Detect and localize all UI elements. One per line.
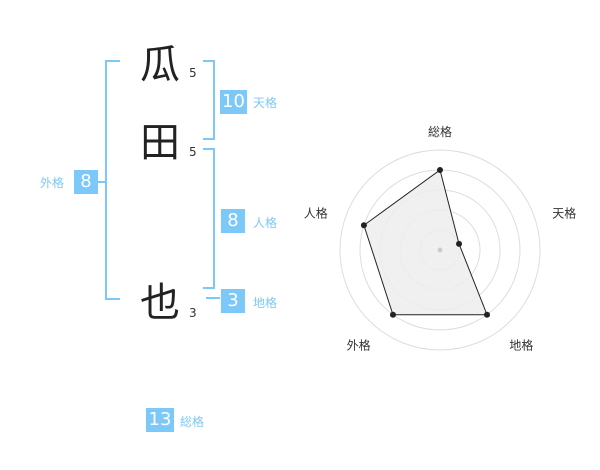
jinkaku-label: 人格: [253, 216, 278, 230]
jinkaku-value: 8: [221, 209, 245, 233]
gaikaku-bracket-top: [105, 60, 120, 62]
chikaku-label: 地格: [253, 296, 278, 310]
stroke-count-3: 3: [189, 306, 197, 320]
tenkaku-bracket-bottom: [203, 138, 215, 140]
jinkaku-bracket-vertical: [213, 148, 215, 289]
tenkaku-bracket-vertical: [213, 60, 215, 140]
gaikaku-bracket-vertical: [105, 60, 107, 300]
stroke-count-1: 5: [189, 66, 197, 80]
soukaku-label: 総格: [180, 415, 205, 429]
radar-point-1: [437, 167, 443, 173]
gaikaku-bracket-bottom: [105, 298, 120, 300]
radar-point-5: [360, 222, 367, 229]
radar-data-polygon: [363, 169, 488, 316]
name-char-1: 瓜: [140, 42, 180, 88]
stroke-count-2: 5: [189, 145, 197, 159]
jinkaku-bracket-bottom: [203, 287, 215, 289]
chikaku-value: 3: [221, 289, 245, 313]
gaikaku-value: 8: [74, 170, 98, 194]
name-char-3: 也: [140, 280, 180, 326]
radar-axis-label-3: 地格: [509, 337, 533, 352]
soukaku-value: 13: [146, 408, 174, 432]
radar-point-3: [484, 311, 491, 318]
radar-axis-label-5: 人格: [304, 206, 328, 221]
radar-point-4: [389, 311, 396, 318]
tenkaku-label: 天格: [253, 96, 278, 110]
name-char-2: 田: [140, 120, 180, 166]
radar-axis-label-4: 外格: [347, 337, 371, 352]
gaikaku-bracket-stub: [98, 181, 106, 183]
radar-point-2: [456, 240, 463, 247]
radar-axis-label-1: 総格: [428, 124, 452, 139]
tenkaku-value: 10: [220, 90, 247, 114]
radar-axis-label-2: 天格: [552, 206, 576, 221]
radar-center-dot: [437, 247, 443, 253]
chikaku-connector: [206, 297, 220, 299]
jinkaku-bracket-top: [203, 148, 215, 150]
gaikaku-label: 外格: [40, 176, 65, 190]
tenkaku-bracket-top: [203, 60, 215, 62]
radar-ring-5: [339, 149, 541, 351]
